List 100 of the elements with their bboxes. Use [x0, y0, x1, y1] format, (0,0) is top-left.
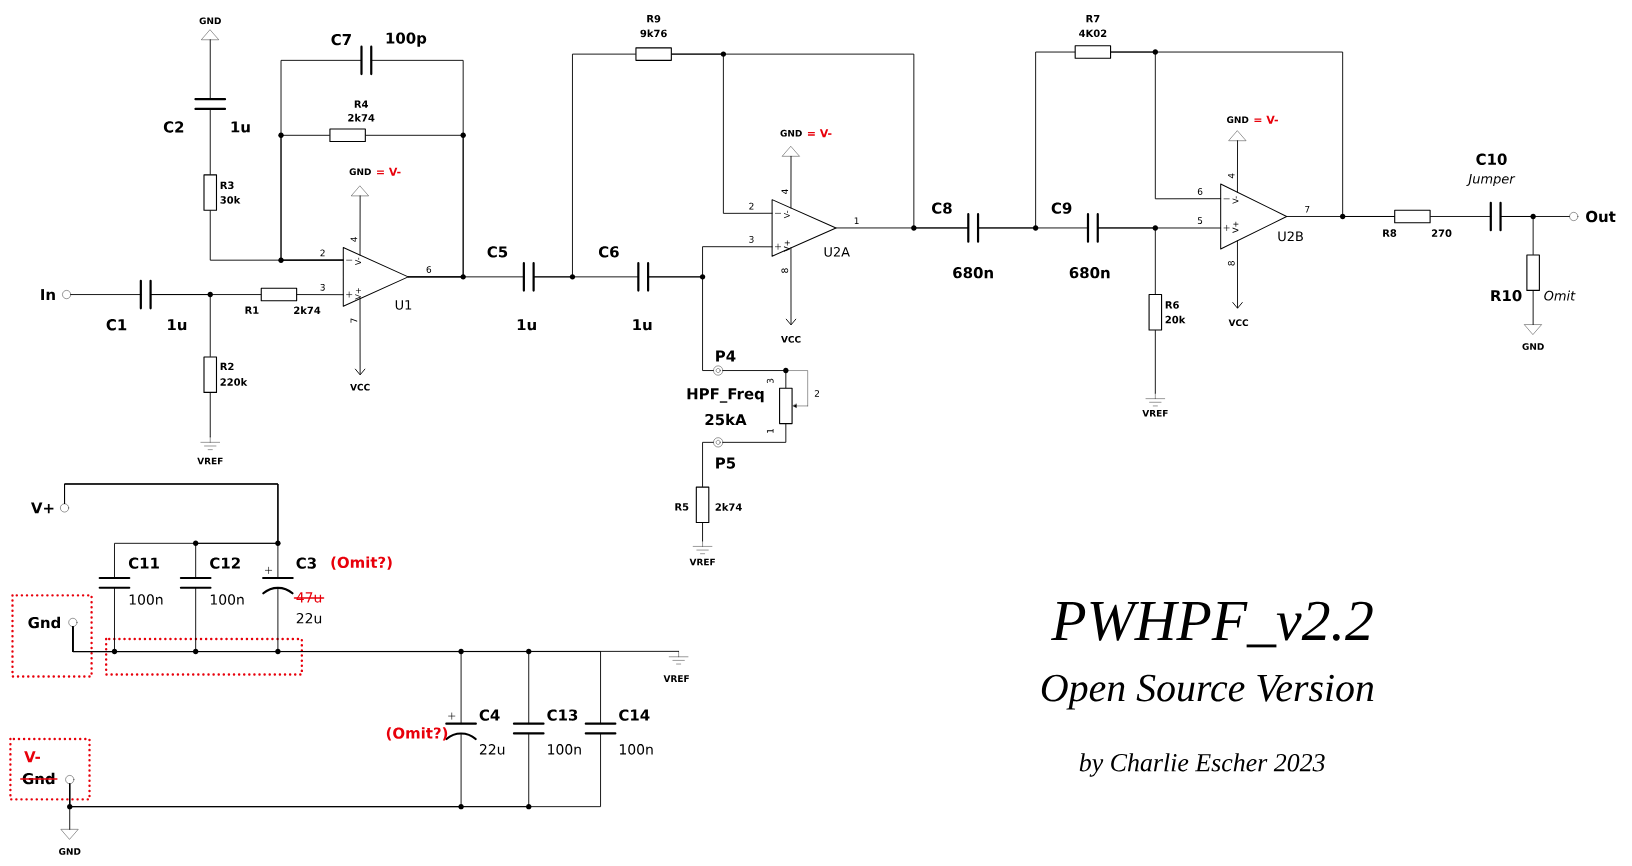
terminal-label: Out [1586, 210, 1616, 223]
pin-number: 2 [749, 202, 754, 210]
value-label: 2k74 [294, 306, 321, 314]
note-label: Jumper [1466, 174, 1516, 187]
reference-label: C3 [296, 557, 316, 569]
reference-label: C14 [619, 709, 650, 721]
wire [977, 51, 1076, 229]
reference-label: R5 [675, 503, 689, 511]
net-label: GND [349, 168, 371, 176]
wire [407, 276, 525, 278]
reference-label: R2 [220, 362, 234, 371]
value-label: 9k76 [640, 29, 667, 38]
wire [722, 423, 787, 443]
wire [354, 298, 366, 376]
pin-number: 3 [320, 283, 325, 291]
note-label: (Omit?) [331, 556, 392, 570]
pin-number: 2 [320, 249, 325, 257]
reference-label: U1 [395, 300, 412, 310]
pin-number: 8 [781, 268, 789, 273]
note-label: Omit [1544, 290, 1576, 301]
reference-label: R1 [245, 306, 259, 314]
net-label: VCC [1228, 319, 1249, 327]
wire [1532, 290, 1534, 325]
wire [1430, 216, 1492, 217]
wire [359, 195, 361, 256]
reference-label: U2A [824, 247, 850, 257]
wire [150, 294, 211, 357]
pin-number: 1 [854, 217, 859, 224]
value-label: 680n [953, 267, 993, 279]
reference-label: R4 [354, 100, 368, 108]
reference-label: C2 [163, 121, 184, 133]
reference-label: C9 [1051, 202, 1072, 214]
value-label: 20k [1165, 315, 1186, 324]
subtitle: Open Source Version [1041, 674, 1374, 710]
value-label: 270 [1431, 229, 1452, 237]
wire [1232, 240, 1243, 309]
value-label: 1u [231, 121, 250, 133]
pin-number: 3 [766, 378, 774, 384]
pin-number: 6 [1197, 188, 1203, 195]
value-label: 4K02 [1079, 29, 1107, 38]
wire [64, 483, 279, 579]
terminal-label: V+ [31, 502, 54, 514]
net-label: VREF [1142, 409, 1168, 417]
wire [69, 783, 71, 830]
net-note: = V- [807, 129, 832, 138]
reference-label: R6 [1165, 301, 1179, 309]
value-label: 1u [633, 319, 652, 331]
reference-label: C13 [547, 709, 578, 721]
reference-label: R3 [220, 181, 234, 190]
value-label: 2k74 [715, 503, 742, 511]
wire [722, 370, 787, 389]
reference-label: U2B [1278, 231, 1303, 242]
wire [1286, 216, 1395, 217]
pin-number: 6 [426, 266, 432, 273]
author-credit: by Charlie Escher 2023 [1079, 753, 1325, 777]
reference-label: C5 [487, 246, 508, 258]
reference-label: R9 [647, 14, 661, 23]
pin-number: 4 [781, 189, 789, 194]
value-label: 680n [1069, 267, 1110, 279]
wire [790, 155, 792, 209]
wire [1097, 227, 1156, 295]
reference-label: C7 [331, 33, 351, 46]
reference-label: HPF_Freq [687, 388, 764, 403]
value-label: 30k [220, 196, 241, 204]
pin-number: 7 [350, 318, 358, 323]
reference-label: C1 [106, 319, 127, 331]
value-label: 100p [386, 32, 427, 47]
wire [1500, 216, 1534, 255]
value-label: 100n [129, 594, 163, 605]
pin-number: 7 [1305, 205, 1310, 213]
net-label: GND [59, 848, 81, 855]
value-label: 22u [479, 744, 505, 755]
reference-label: R10 [1491, 289, 1522, 302]
pin-number: 8 [1227, 261, 1235, 266]
wire [70, 294, 142, 295]
wire [702, 441, 714, 487]
wire [533, 53, 636, 278]
terminal-label: P4 [716, 350, 736, 362]
net-label: GND [1522, 343, 1544, 350]
wire [296, 294, 344, 296]
net-label: VCC [781, 335, 801, 343]
wire [72, 626, 680, 652]
net-note: = V- [377, 167, 401, 176]
wire [1237, 140, 1238, 193]
reference-label: R8 [1383, 229, 1397, 237]
reference-label: C10 [1476, 153, 1507, 165]
pin-number: 1 [766, 428, 774, 433]
reference-label: C6 [598, 246, 619, 258]
net-label: VREF [197, 457, 223, 465]
net-label: VREF [663, 675, 689, 682]
wire [280, 59, 362, 261]
terminal-label: Gnd [28, 616, 60, 629]
value-label: 1u [517, 319, 536, 331]
title: PWHPF_v2.2 [1051, 601, 1373, 648]
value-label: 25kA [705, 413, 747, 426]
wire [702, 522, 703, 542]
net-label: VCC [350, 383, 370, 391]
net-note: = V- [1254, 115, 1278, 124]
terminal-label: V- [24, 751, 40, 763]
net-label: GND [199, 17, 221, 25]
